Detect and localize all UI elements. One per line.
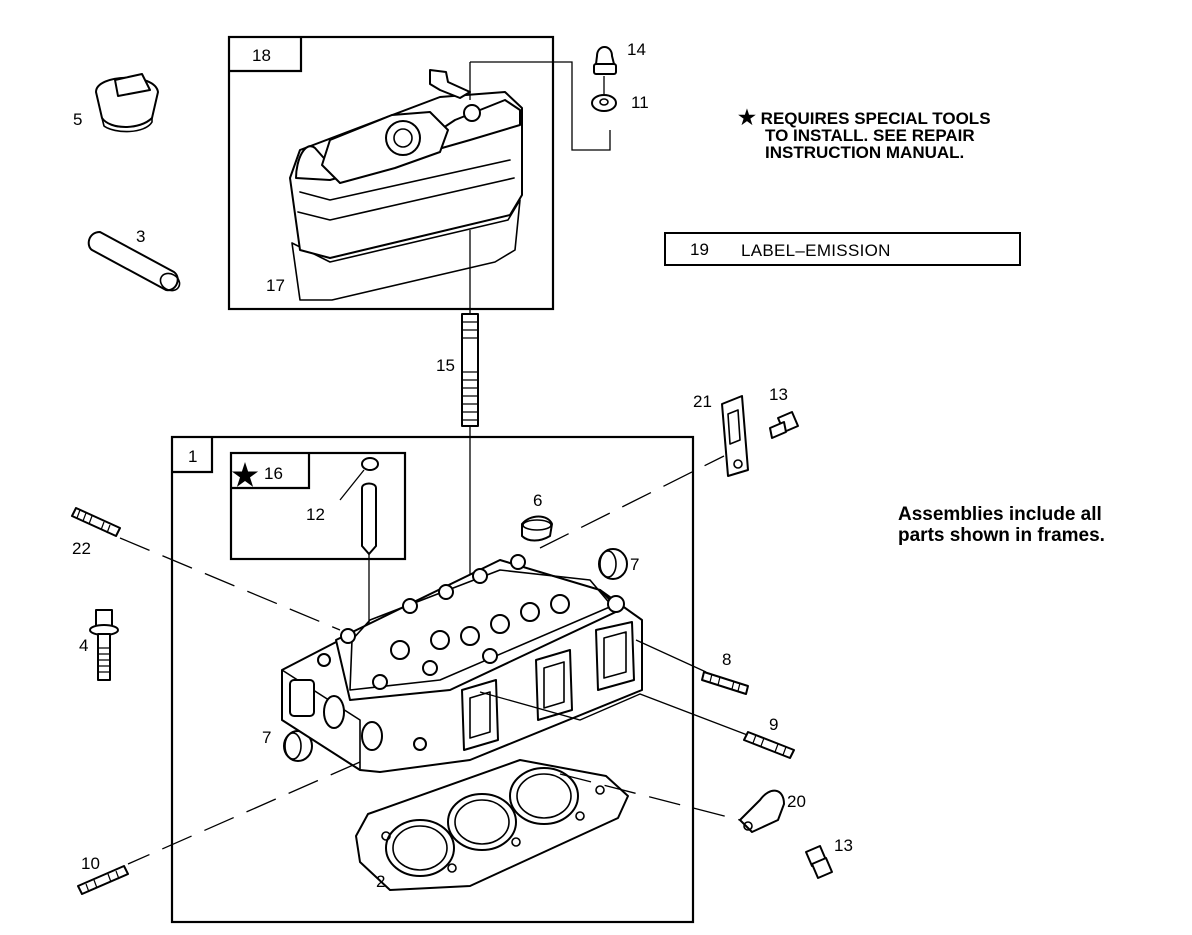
callout-9: 9 — [769, 715, 778, 734]
callout-3: 3 — [136, 227, 145, 246]
stud-10 — [77, 865, 129, 895]
leader-21 — [539, 455, 725, 549]
label-box-number: 19 — [690, 240, 709, 259]
callout-17: 17 — [266, 276, 285, 295]
washer-11 — [591, 94, 617, 112]
bracket-20 — [739, 789, 785, 833]
callout-4: 4 — [79, 636, 88, 655]
frame-1-tab — [172, 437, 214, 474]
callout-7-right: 7 — [630, 555, 639, 574]
star-icon: ★ — [738, 107, 756, 129]
leader-20 — [559, 773, 741, 821]
callout-7-left: 7 — [262, 728, 271, 747]
callout-5: 5 — [73, 110, 82, 129]
cylinder-head-1 — [281, 554, 643, 773]
assemblies-note: Assemblies include all parts shown in fr… — [898, 504, 1105, 546]
callout-20: 20 — [787, 792, 806, 811]
filler-cap-5 — [95, 73, 159, 133]
callout-2: 2 — [376, 872, 385, 891]
callout-13-bottom: 13 — [834, 836, 853, 855]
star-icon — [231, 462, 259, 487]
o-ring-12 — [361, 457, 379, 471]
leader-22 — [119, 537, 341, 631]
special-tools-note: ★ REQUIRES SPECIAL TOOLS TO INSTALL. SEE… — [738, 107, 991, 162]
callout-6: 6 — [533, 491, 542, 510]
label-emission-box: 19 LABEL–EMISSION — [664, 232, 1021, 266]
stud-22 — [71, 507, 121, 537]
leader-8 — [635, 639, 707, 673]
callout-11: 11 — [631, 93, 649, 112]
cup-plug-7-right — [598, 548, 628, 580]
valve-guide-16 — [361, 482, 377, 555]
callout-15: 15 — [436, 356, 455, 375]
head-gasket-2 — [355, 759, 629, 891]
special-tools-line-1: ★ REQUIRES SPECIAL TOOLS — [738, 107, 991, 129]
leader-11 — [470, 61, 611, 151]
callout-21: 21 — [693, 392, 712, 411]
assemblies-line-1: Assemblies include all — [898, 504, 1102, 525]
flange-bolt-13-bottom — [805, 845, 833, 879]
leader-9 — [479, 691, 751, 737]
frame-1-label: 1 — [188, 447, 197, 466]
special-tools-line-3: INSTRUCTION MANUAL. — [765, 143, 965, 162]
sleeve-3 — [87, 231, 181, 292]
frame-18 — [227, 35, 555, 311]
special-tools-line-2: TO INSTALL. SEE REPAIR — [765, 126, 975, 145]
label-box-text: LABEL–EMISSION — [741, 241, 891, 260]
flange-bolt-4 — [89, 609, 119, 681]
frame-16 — [229, 451, 407, 561]
leader-10 — [127, 761, 361, 865]
callout-13-top: 13 — [769, 385, 788, 404]
valve-cover-17 — [289, 69, 523, 301]
stud-15 — [461, 313, 479, 427]
frame-18-label: 18 — [252, 46, 271, 65]
frame-1 — [170, 435, 695, 924]
stud-9 — [743, 731, 795, 759]
callout-8: 8 — [722, 650, 731, 669]
flange-bolt-13-top — [769, 411, 799, 439]
callout-12: 12 — [306, 505, 325, 524]
callout-14: 14 — [627, 40, 646, 59]
cup-plug-6 — [521, 515, 553, 542]
frame-16-tab — [231, 453, 311, 490]
stud-8 — [701, 671, 749, 695]
frame-16-label: 16 — [264, 464, 283, 483]
callout-10: 10 — [81, 854, 100, 873]
callout-22: 22 — [72, 539, 91, 558]
acorn-nut-14 — [593, 46, 617, 75]
leader-12 — [339, 469, 365, 501]
lifting-plate-21 — [721, 395, 749, 477]
assemblies-line-2: parts shown in frames. — [898, 525, 1105, 546]
frame-18-tab — [229, 37, 303, 73]
